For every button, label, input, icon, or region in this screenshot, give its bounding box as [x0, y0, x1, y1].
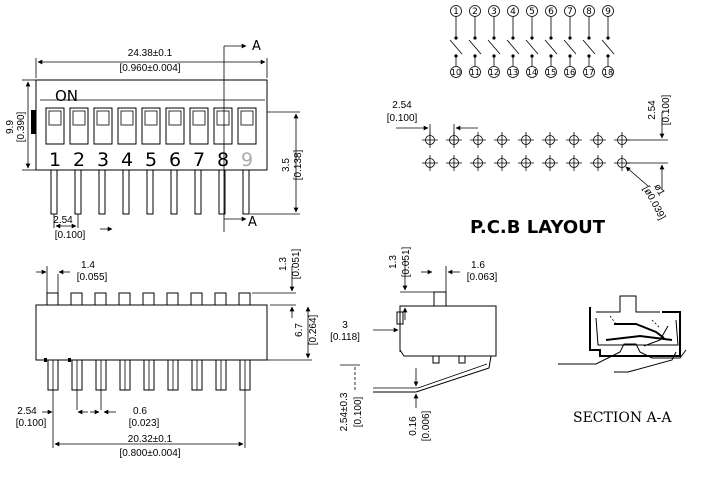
- side-pin-length-dim-in: [0.100]: [353, 396, 364, 427]
- actuator-height-dim: 1.3: [278, 257, 289, 271]
- svg-text:9: 9: [605, 7, 611, 17]
- svg-text:3: 3: [491, 7, 497, 17]
- actuator-width-dim: 1.4: [81, 260, 95, 271]
- switch-schematic: 1 2 3 4 5 6 7 8 9 10 11 12 13 14: [449, 5, 615, 78]
- body-height-dim-in: [0.264]: [308, 314, 319, 345]
- schematic-contacts: [449, 17, 615, 66]
- side-actuator-height-dim: 1.3: [388, 255, 399, 269]
- svg-text:7: 7: [567, 7, 573, 17]
- section-a-a: SECTION A-A: [558, 295, 687, 426]
- svg-text:15: 15: [546, 68, 556, 77]
- svg-text:1: 1: [453, 7, 459, 17]
- pin-height-dim: 3.5: [281, 158, 292, 172]
- side-actuator-width-dim-in: [0.063]: [467, 272, 498, 283]
- pcb-hole-dim: ø1: [651, 182, 666, 198]
- svg-text:17: 17: [584, 68, 594, 77]
- side-pin-thickness-dim: 0.16: [408, 416, 419, 436]
- side-pin-thickness-dim-in: [0.006]: [421, 410, 432, 441]
- bottom-pitch-dim: 2.54: [17, 406, 37, 417]
- bottom-view: 1.4 [0.055] 1.3 [0.051] 6.7 [0.264] 2.54…: [16, 248, 319, 459]
- actuator-width-dim-in: [0.055]: [77, 272, 108, 283]
- pin-width-dim-in: [0.023]: [129, 418, 160, 429]
- svg-text:8: 8: [586, 7, 592, 17]
- section-mark-bottom: A: [248, 215, 257, 230]
- switch-body-bottom: [35, 304, 268, 361]
- svg-text:11: 11: [470, 68, 480, 77]
- svg-text:5: 5: [145, 149, 157, 171]
- schematic-bottom-numbers: 10 11 12 13 14 15 16 17 18: [450, 66, 614, 78]
- span-dim-in: [0.800±0.004]: [119, 448, 180, 459]
- pin-height-dim-in: [0.138]: [293, 149, 304, 180]
- pin-width-dim: 0.6: [133, 406, 147, 417]
- svg-text:13: 13: [508, 68, 518, 77]
- side-offset-dim: 3: [342, 320, 348, 331]
- pcb-pitch-v-in: [0.100]: [661, 94, 672, 125]
- svg-text:4: 4: [121, 149, 133, 171]
- side-offset-dim-in: [0.118]: [330, 332, 360, 343]
- svg-text:7: 7: [193, 149, 205, 171]
- pcb-pitch-h-in: [0.100]: [387, 113, 418, 124]
- svg-text:6: 6: [169, 149, 181, 171]
- pcb-pitch-v: 2.54: [647, 100, 658, 120]
- side-actuator-width-dim: 1.6: [471, 260, 485, 271]
- front-width-dim: 24.38±0.1: [128, 48, 173, 59]
- side-view: 1.3 [0.051] 1.6 [0.063] 3 [0.118] 2.54±0…: [330, 246, 497, 441]
- section-title: SECTION A-A: [573, 410, 672, 426]
- front-pins: [50, 169, 250, 215]
- svg-text:12: 12: [489, 68, 499, 77]
- on-label: ON: [55, 87, 78, 105]
- svg-text:9: 9: [241, 149, 253, 171]
- svg-text:4: 4: [510, 7, 516, 17]
- front-pitch-dim-in: [0.100]: [55, 230, 86, 241]
- side-actuator-height-dim-in: [0.051]: [401, 246, 412, 277]
- switch-numbers: 1 2 3 4 5 6 7 8 9: [49, 149, 253, 171]
- svg-text:3: 3: [97, 149, 109, 171]
- svg-text:6: 6: [548, 7, 554, 17]
- pcb-layout-title: P.C.B LAYOUT: [470, 217, 606, 238]
- front-pitch-dim: 2.54: [53, 215, 73, 226]
- svg-text:14: 14: [527, 68, 537, 77]
- front-width-dim-in: [0.960±0.004]: [119, 63, 180, 74]
- front-height-dim-in: [0.390]: [16, 111, 27, 142]
- svg-text:2: 2: [472, 7, 478, 17]
- front-height-dim: 9.9: [5, 120, 16, 134]
- body-height-dim: 6.7: [294, 323, 305, 337]
- pcb-layout: 2.54 [0.100] 2.54 [0.100] ø1 [ø0.039] P.: [387, 94, 672, 238]
- svg-text:8: 8: [217, 149, 229, 171]
- actuator-bumps: [46, 292, 251, 306]
- actuator-height-dim-in: [0.051]: [291, 248, 302, 279]
- side-body: [399, 305, 497, 357]
- switch-windows: [45, 107, 257, 145]
- side-pin-length-dim: 2.54±0.3: [339, 392, 350, 431]
- side-lead: [373, 355, 492, 393]
- svg-text:10: 10: [451, 68, 461, 77]
- bottom-pitch-dim-in: [0.100]: [16, 418, 47, 429]
- front-view: 24.38±0.1 [0.960±0.004] ON 1 2 3 4 5 6: [5, 39, 304, 241]
- bottom-pins: [44, 358, 251, 432]
- span-dim: 20.32±0.1: [128, 434, 173, 445]
- svg-text:16: 16: [565, 68, 575, 77]
- pcb-pitch-h: 2.54: [392, 100, 412, 111]
- svg-text:18: 18: [603, 68, 613, 77]
- schematic-top-numbers: 1 2 3 4 5 6 7 8 9: [450, 5, 614, 17]
- svg-text:5: 5: [529, 7, 535, 17]
- pcb-holes: [422, 132, 630, 171]
- svg-text:1: 1: [49, 149, 61, 171]
- svg-text:2: 2: [73, 149, 85, 171]
- section-mark-top: A: [252, 39, 261, 54]
- side-actuator: [433, 291, 447, 307]
